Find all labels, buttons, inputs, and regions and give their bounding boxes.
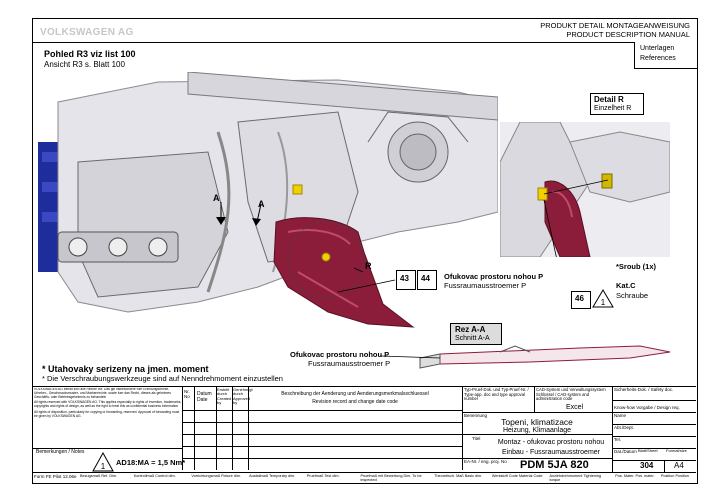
class-triangle-icon: 1 (592, 289, 614, 308)
section-title: Rez A-A Schnitt A-A (450, 323, 502, 345)
company-name: VOLKSWAGEN AG (40, 27, 134, 38)
drawing-frame (32, 18, 698, 484)
title-cz: Montaz - ofukovac prostoru nohou (497, 439, 605, 446)
legend-basic-dim: Theoretisch. Maß Basic dim. (434, 474, 483, 478)
form-id: Form FE Pilot 12.06e (34, 474, 77, 479)
format-value: A4 (674, 461, 684, 470)
sheet-number: 304 (640, 461, 654, 470)
legend-temporary-dim: Ausfallmaß Temporary dim. (249, 474, 296, 478)
tel-field-label: Tel. (614, 437, 622, 442)
legend-ref-dim: Bezugsmaß Ref. Dim. (80, 474, 118, 478)
format-label: Format/size (666, 448, 687, 453)
view-title-cz: Pohled R3 viz list 100 (44, 49, 136, 59)
legend-tightening-torque: Anziehdrehmoment Tightening torque (549, 474, 602, 482)
view-title-de: Ansicht R3 s. Blatt 100 (44, 60, 125, 69)
marker-a-left: A (213, 193, 220, 203)
doctype-label: Typ-Pruef-Dok. und Typ-Pruef-Nr. / Type-… (464, 387, 529, 402)
footer-legend: Bezugsmaß Ref. Dim. Kontrollmaß Control … (80, 474, 695, 482)
rev-col-approved: Genehmigt durch Approved by (233, 387, 253, 406)
screw-class: Kat.C (616, 281, 636, 290)
name-cz: Topeni, klimatizace (501, 417, 573, 427)
sheet-label: Blatt/Sheet (638, 448, 658, 453)
cad-label: CAD-System und Verwaltungssystem Schlüss… (536, 387, 606, 402)
title-en: PRODUCT DESCRIPTION MANUAL (566, 30, 690, 39)
date-field-label: Dat./Datum (614, 449, 637, 454)
legal-notice: VOLKSWAGEN AG behält sich alle Rechte vo… (34, 388, 182, 418)
callout-43: 43 (396, 270, 416, 290)
ea-label: EA-Nr. / eng. proj. No (464, 459, 507, 464)
svg-text:1: 1 (601, 298, 606, 307)
dashboard-illustration (38, 72, 498, 328)
rev-col-date: Datum Date (197, 391, 212, 403)
references-en: References (640, 55, 676, 62)
section-label-de: Fussraumausstroemer P (308, 359, 391, 368)
section-label-cz: Ofukovac prostoru nohou P (290, 350, 390, 359)
header-divider (32, 42, 696, 43)
legend-inspect-dim: Pruefmaß mit Bewertung Dim. To be inspec… (360, 474, 422, 482)
callout-label-de: Fussraumausstroemer P (444, 281, 527, 290)
titleblock-divider (32, 386, 696, 387)
design-label: Know-how Vorgabe / Design req. (614, 405, 680, 410)
remarks-label: Bemerkungen / Notes (36, 449, 85, 455)
rev-col-no: Nr. No (184, 389, 190, 399)
rev-desc-en: Revision record and change date code (312, 399, 398, 405)
note-cz: * Utahovaky serizeny na jmen. moment (42, 364, 209, 374)
dept-field-label: Abt./Dept. (614, 425, 635, 430)
name-field-label: Name (614, 413, 627, 418)
note-de: * Die Verschraubungswerkzeuge sind auf N… (42, 374, 283, 383)
legend-position: Position Position (660, 474, 689, 478)
title-de: Einbau - Fussraumausstroemer (501, 449, 601, 456)
marker-r: R (365, 261, 372, 271)
references-box: Unterlagen References (634, 42, 697, 69)
detail-r-illustration (500, 122, 670, 257)
legend-test-dim: Pruefmaß Test dim. (306, 474, 340, 478)
legend-pos-mater: Pos. Mater. Pos. mater. (615, 474, 655, 478)
callout-label-cz: Ofukovac prostoru nohou P (444, 272, 544, 281)
callout-44: 44 (417, 270, 437, 290)
legend-material-code: Werkstoff Code Material Code (491, 474, 543, 478)
title-label: Titel (472, 436, 481, 441)
pdm-number: PDM 5JA 820 (520, 459, 589, 471)
screw-cz: *Sroub (1x) (616, 262, 657, 271)
cad-value: Excel (566, 404, 584, 411)
footwell-vent-part (273, 217, 415, 328)
name-label: Benennung (464, 413, 488, 418)
section-a-a-drawing (380, 345, 671, 369)
detail-r-title: Detail R Einzelheit R (590, 93, 644, 115)
references-de: Unterlagen (640, 45, 675, 52)
name-de: Heizung, Klimaanlage (502, 427, 572, 434)
legend-fixture-dim: Vorrichtungsmaß Fixture dim. (191, 474, 241, 478)
rev-desc-de: Beschreibung der Aenderung und Aenderung… (281, 391, 429, 397)
detail-part-46: 46 (571, 291, 591, 309)
legend-control-dim: Kontrollmaß Control dim. (133, 474, 176, 478)
torque-value: AD18:MA = 1,5 Nm* (116, 458, 186, 467)
marker-a-right: A (258, 199, 265, 209)
svg-text:1: 1 (101, 462, 106, 471)
torque-class-icon: 1 (92, 452, 114, 472)
screw-de: Schraube (616, 291, 649, 300)
title-de: PRODUKT DETAIL MONTAGEANWEISUNG (540, 21, 690, 30)
rev-col-created: Erstellt durch Created by (217, 387, 232, 406)
safety-label: Sicherheits-Dok. / Safety doc. (614, 387, 674, 392)
